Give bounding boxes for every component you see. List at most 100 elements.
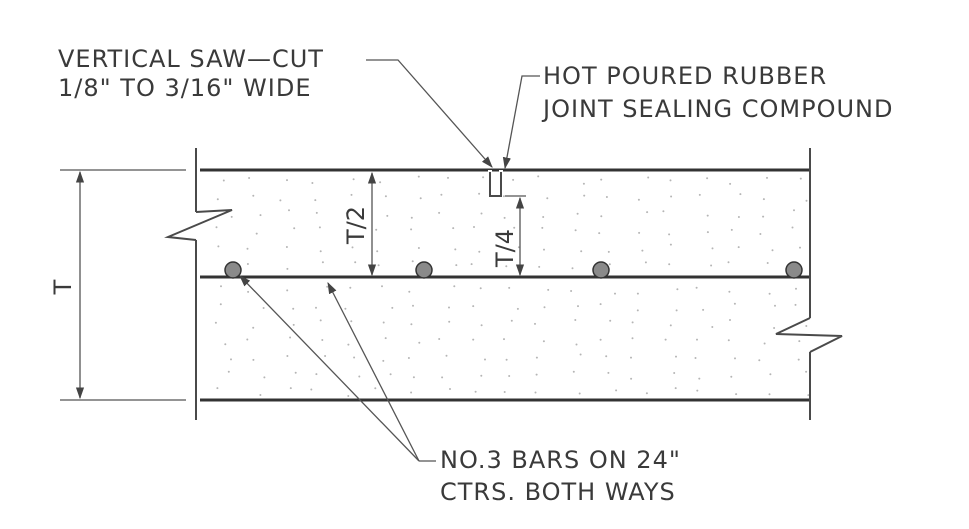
stipple-dot — [534, 391, 537, 394]
stipple-dot — [508, 375, 511, 377]
bars-leader-2 — [327, 281, 420, 462]
stipple-dot — [508, 286, 511, 289]
stipple-dot — [706, 231, 709, 234]
stipple-dot — [630, 356, 632, 359]
stipple-dot — [795, 287, 797, 290]
stipple-dot — [542, 340, 545, 343]
stipple-dot — [696, 389, 699, 392]
stipple-dot — [314, 199, 317, 202]
stipple-dot — [798, 340, 801, 343]
stipple-dot — [771, 249, 774, 252]
stipple-dot — [799, 177, 802, 180]
stipple-dot — [259, 394, 262, 396]
stipple-dot — [766, 262, 769, 264]
stipple-dot — [793, 209, 795, 212]
stipple-dot — [730, 375, 733, 378]
stipple-dot — [578, 392, 581, 395]
stipple-dot — [347, 229, 349, 232]
stipple-dot — [662, 210, 665, 213]
stipple-dot — [286, 289, 289, 292]
stipple-dot — [472, 338, 475, 341]
stipple-dot — [695, 286, 698, 289]
dimension-t-quarter-label: T/4 — [491, 229, 519, 268]
stipple-dot — [246, 263, 249, 265]
bars-callout: NO.3 BARS ON 24" CTRS. BOTH WAYS — [239, 275, 681, 506]
stipple-dot — [480, 374, 483, 377]
stipple-dot — [768, 292, 771, 295]
stipple-dot — [503, 216, 506, 219]
stipple-dot — [546, 197, 549, 200]
stipple-dot — [762, 215, 765, 218]
stipple-dot — [637, 198, 640, 201]
stipple-dot — [759, 233, 762, 235]
stipple-dot — [769, 373, 772, 376]
stipple-dot — [448, 320, 451, 323]
stipple-dot — [452, 227, 455, 230]
stipple-dot — [733, 302, 736, 305]
stipple-dot — [676, 288, 679, 291]
stipple-dot — [641, 249, 644, 252]
stipple-dot — [344, 307, 347, 310]
stipple-dot — [710, 264, 713, 267]
rebar-2 — [415, 261, 433, 279]
stipple-dot — [698, 377, 701, 380]
stipple-dot — [381, 285, 383, 288]
stipple-dot — [455, 264, 458, 267]
stipple-dot — [807, 394, 810, 397]
stipple-dot — [286, 267, 289, 270]
stipple-dot — [534, 322, 536, 325]
stipple-dot — [583, 194, 586, 197]
stipple-dot — [579, 353, 582, 356]
stipple-dot — [255, 232, 258, 235]
stipple-dot — [252, 326, 255, 329]
stipple-dot — [315, 211, 318, 214]
saw-cut-mask — [488, 170, 503, 198]
stipple-dot — [230, 215, 233, 218]
stipple-dot — [438, 211, 441, 214]
stipple-dot — [646, 211, 649, 214]
stipple-dot — [582, 182, 585, 185]
stipple-dot — [349, 286, 352, 289]
stipple-dot — [694, 357, 697, 359]
stipple-dot — [478, 250, 481, 253]
stipple-dot — [472, 305, 475, 308]
stipple-dot — [324, 355, 327, 357]
stipple-dot — [310, 388, 313, 391]
stipple-dot — [574, 319, 577, 321]
stipple-dot — [572, 370, 575, 373]
stipple-dot — [503, 391, 506, 393]
stipple-dot — [319, 250, 322, 253]
stipple-dot — [698, 193, 701, 196]
stipple-dot — [217, 245, 220, 248]
stipple-dot — [474, 390, 477, 393]
stipple-dot — [647, 176, 650, 179]
stipple-dot — [791, 226, 794, 229]
stipple-dot — [285, 246, 288, 248]
stipple-dot — [516, 307, 519, 310]
stipple-dot — [763, 342, 766, 345]
stipple-dot — [576, 212, 579, 215]
dimension-t-half-label: T/2 — [342, 206, 370, 245]
stipple-dot — [326, 285, 329, 288]
stipple-dot — [543, 306, 546, 309]
stipple-dot — [644, 261, 647, 264]
bars-label-line1: NO.3 BARS ON 24" — [440, 446, 681, 474]
stipple-dot — [608, 263, 611, 266]
stipple-dot — [294, 371, 297, 374]
stipple-dot — [448, 306, 450, 309]
stipple-dot — [259, 214, 262, 217]
stipple-dot — [441, 376, 444, 379]
stipple-dot — [577, 305, 579, 308]
stipple-dot — [542, 216, 545, 218]
stipple-dot — [347, 395, 350, 397]
stipple-dot — [418, 341, 421, 344]
stipple-dot — [478, 192, 481, 195]
stipple-dot — [706, 214, 709, 217]
stipple-dot — [768, 393, 771, 396]
stipple-dot — [247, 290, 250, 293]
stipple-dot — [292, 323, 295, 326]
stipple-dot — [537, 175, 540, 178]
stipple-dot — [321, 261, 324, 264]
stipple-dot — [669, 324, 672, 327]
